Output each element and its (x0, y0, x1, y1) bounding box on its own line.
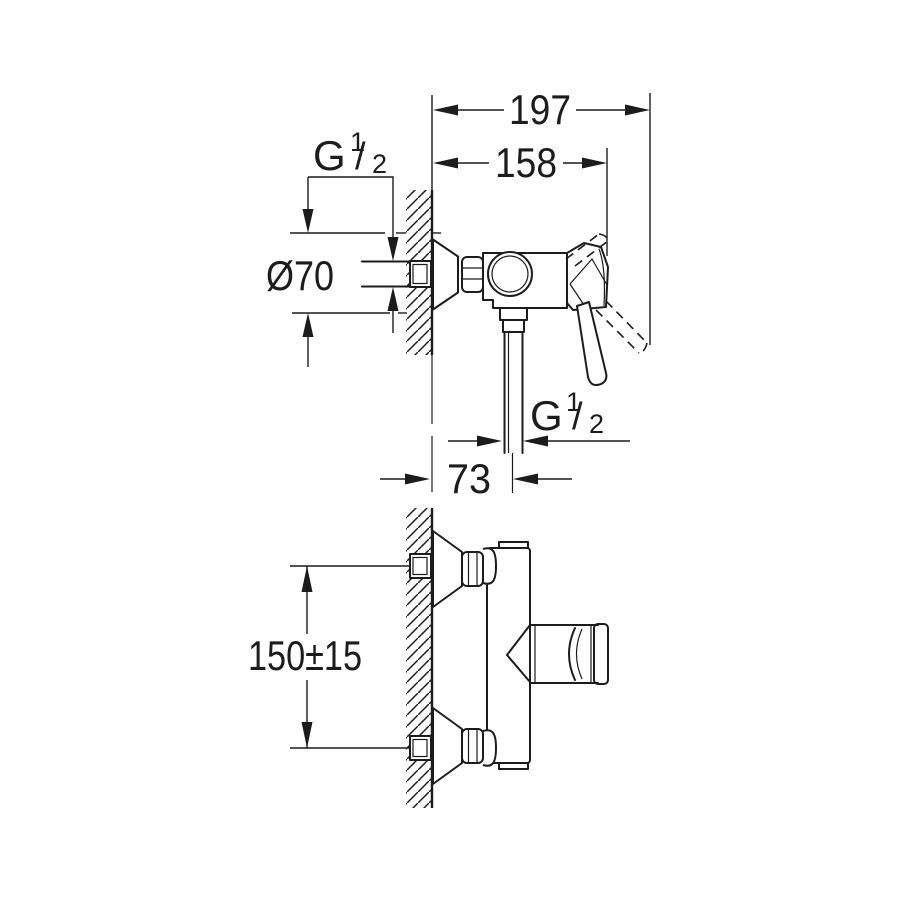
supply-stub-inner (412, 263, 428, 285)
handle-dome-arc (568, 627, 576, 681)
body-joint-ring-outer (487, 251, 533, 297)
arrowhead-up (302, 313, 314, 337)
lever-ghost-down-tip (638, 342, 648, 354)
lever-ghost-up-line2 (574, 240, 609, 267)
supply-stub-lower-inner (412, 738, 428, 758)
dimension-150: 150±15 (248, 565, 410, 749)
thread-callout-bottom: G 1 / 2 (448, 387, 630, 447)
dimension-158: 158 (433, 139, 608, 256)
dimension-73: 73 (380, 455, 572, 502)
arrowhead-left (433, 104, 458, 116)
body-chevron (506, 624, 531, 683)
body-joint-ring-inner (491, 255, 529, 293)
leader-line (308, 176, 394, 237)
arrowhead-down (302, 209, 314, 233)
lever-ghost-down-line (605, 300, 648, 344)
arrowhead-left (523, 435, 548, 447)
body-cap-top (498, 541, 529, 549)
union-collar-bottom (482, 729, 497, 767)
thread-top-label: G 1 / 2 (313, 127, 387, 179)
supply-stub (409, 260, 432, 288)
cartridge-rim (598, 248, 606, 307)
arrowhead-right (405, 473, 430, 485)
side-view: 197 158 G 1 / 2 (266, 86, 651, 502)
dimension-197: 197 (433, 86, 651, 345)
thread-bottom-label: G 1 / 2 (530, 387, 604, 439)
escutcheon-upper (432, 530, 463, 608)
lever-ghost-up-line (565, 233, 600, 260)
dim-197-label: 197 (509, 86, 571, 133)
supply-stub-upper-inner (412, 556, 428, 576)
dim-150-label: 150±15 (248, 632, 362, 679)
hex-nut (461, 256, 484, 293)
handle-end-flange (593, 623, 609, 685)
escutcheon-lower (432, 707, 463, 785)
lever-handle (576, 301, 608, 386)
arrowhead-left (513, 473, 538, 485)
arrowhead-right (582, 157, 607, 169)
outlet-collar (499, 307, 528, 321)
thread-callout-top: G 1 / 2 (308, 127, 399, 333)
hex-nut-lower (461, 728, 484, 764)
arrowhead-left (433, 157, 458, 169)
lever-ghost-up-tip (598, 233, 609, 242)
escutcheon (432, 238, 459, 311)
dimension-diameter-70: Ø70 (266, 177, 441, 367)
arrowhead-down (301, 722, 313, 748)
arrowhead-right (477, 435, 502, 447)
dim-diameter-label: Ø70 (266, 252, 334, 299)
lever-ghost-down-line2 (595, 309, 640, 354)
dim-73-label: 73 (447, 455, 491, 502)
cartridge-facet (569, 257, 608, 286)
arrowhead-right (625, 104, 650, 116)
arrowhead-down (387, 237, 399, 261)
top-view: 150±15 (248, 508, 609, 808)
hex-nut-upper (461, 551, 484, 587)
body-cap-bottom (498, 762, 529, 770)
arrowhead-up (301, 566, 313, 592)
outlet-adapter (502, 319, 525, 333)
arrowhead-up (387, 287, 399, 311)
handle-dome-arc2 (575, 628, 583, 680)
union-collar-top (482, 547, 497, 585)
cartridge-cap (566, 242, 609, 311)
dim-158-label: 158 (495, 139, 557, 186)
